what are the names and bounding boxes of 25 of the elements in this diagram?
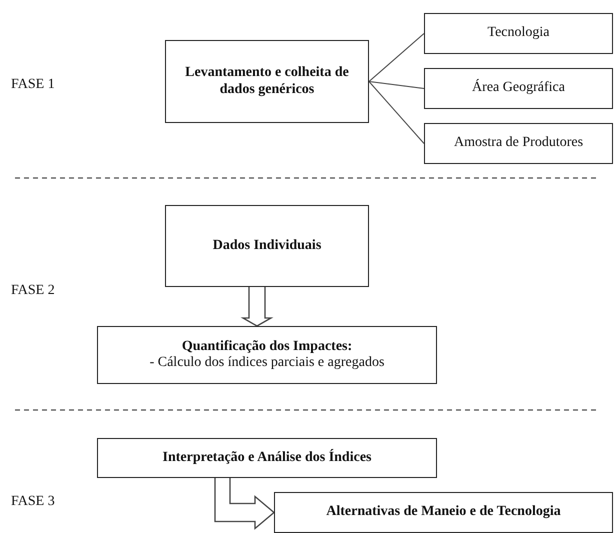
block-arrow (214, 477, 275, 530)
box-title: Área Geográfica (472, 80, 565, 97)
box-title: Quantificação dos Impactes: (182, 338, 352, 355)
process-box (424, 13, 613, 54)
connector-line (368, 81, 424, 144)
box-title: Amostra de Produtores (454, 135, 584, 152)
process-box (97, 326, 437, 384)
box-title: Levantamento e colheita de dados genéricos (184, 65, 350, 98)
process-box (274, 492, 613, 533)
process-box (424, 68, 613, 109)
process-box (97, 438, 437, 478)
box-title: Alternativas de Maneio e de Tecnologia (326, 504, 561, 521)
connector-line (368, 81, 424, 89)
phase-label: FASE 2 (11, 283, 55, 299)
process-box (165, 40, 369, 123)
box-detail: - Cálculo dos índices parciais e agregados (150, 355, 384, 372)
phase-label: FASE 3 (11, 494, 55, 510)
connector-line (368, 33, 424, 82)
box-title: Interpretação e Análise dos Índices (162, 450, 372, 466)
process-box (165, 205, 369, 287)
process-box (424, 123, 613, 164)
box-title: Dados Individuais (212, 238, 322, 254)
phase-label: FASE 1 (11, 77, 55, 93)
box-title: Tecnologia (488, 25, 550, 42)
block-arrow (240, 286, 274, 327)
